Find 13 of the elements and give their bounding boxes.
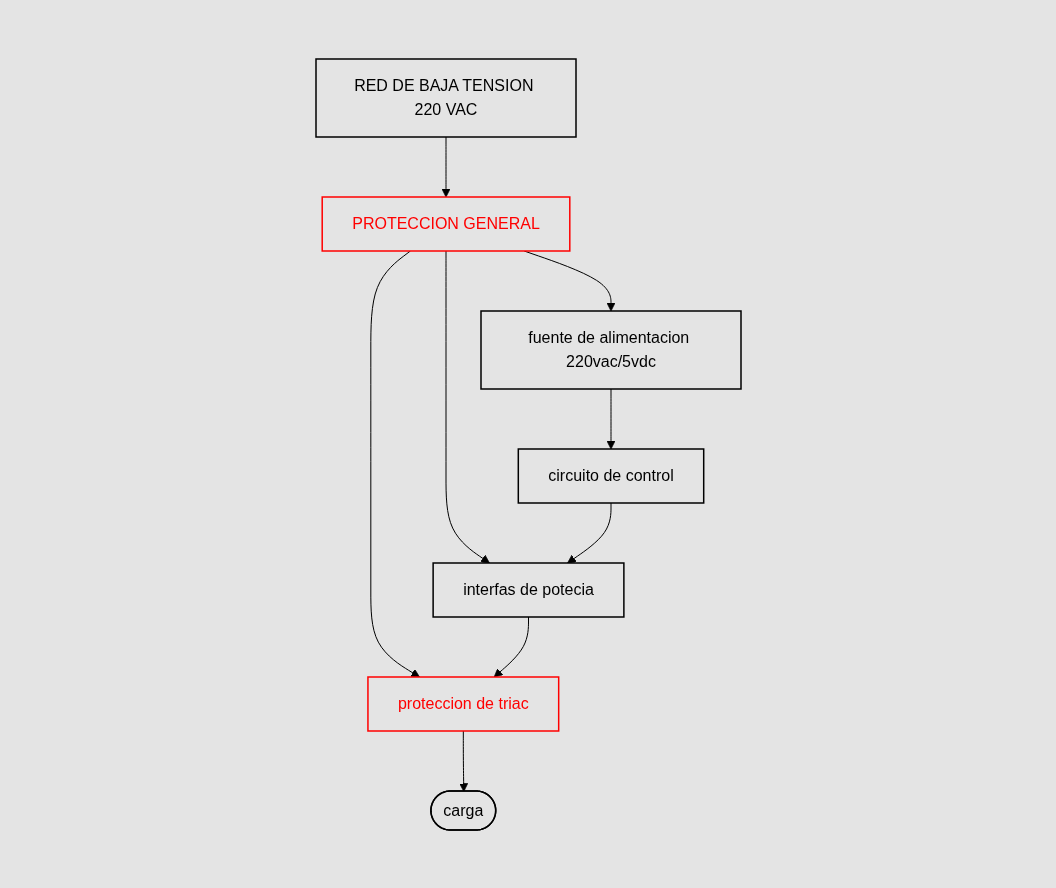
node-box: RED DE BAJA TENSION 220 VAC: [314, 57, 577, 138]
arrow: [445, 250, 490, 563]
arrow: [606, 388, 615, 449]
arrow: [369, 250, 420, 677]
node-box: fuente de alimentacion 220vac/5vdc: [479, 309, 742, 390]
arrow: [493, 616, 529, 677]
node-box: circuito de control: [517, 447, 704, 504]
node-box: proteccion de triac: [366, 675, 559, 732]
arrow: [458, 730, 468, 792]
arrow: [566, 502, 611, 563]
arrow: [441, 136, 450, 197]
node-box: interfas de potecia: [431, 561, 625, 618]
node-box: PROTECCION GENERAL: [320, 195, 571, 252]
